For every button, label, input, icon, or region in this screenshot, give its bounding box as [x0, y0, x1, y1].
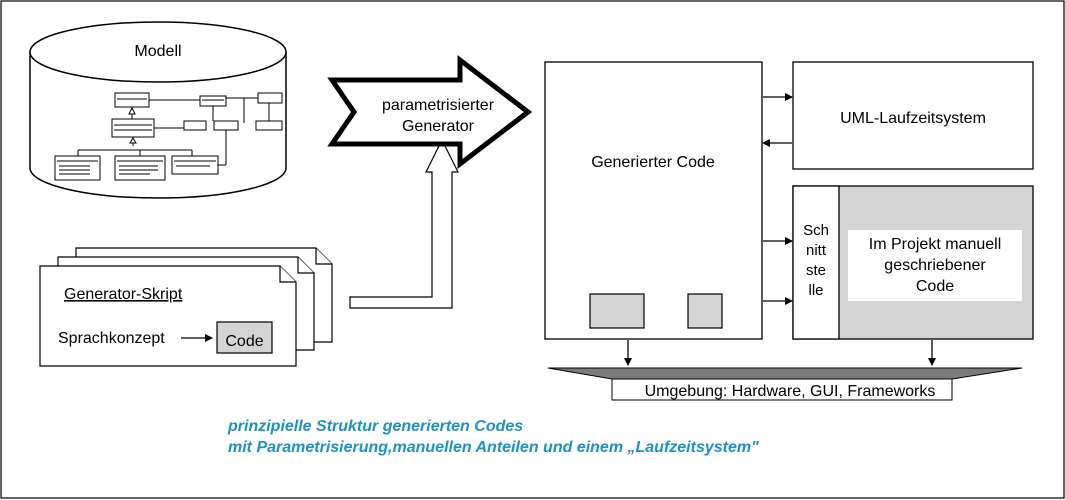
interface-label-1: Sch — [803, 222, 829, 239]
interface-box — [792, 185, 840, 340]
generated-code-box — [544, 61, 763, 340]
generated-subcomponent-2 — [687, 293, 723, 329]
model-uml-thumbnail — [54, 92, 283, 181]
language-concept-label: Sprachkonzept — [58, 330, 165, 347]
connector-arrows — [624, 93, 936, 366]
manual-code-box — [848, 230, 1022, 301]
manual-code-label-1: Im Projekt manuell — [869, 236, 1002, 253]
script-code-label: Code — [225, 333, 263, 350]
generator-label-line2: Generator — [402, 118, 475, 135]
script-to-generator-arrow — [349, 138, 459, 309]
model-cylinder: Modell — [29, 21, 287, 199]
environment-label: Umgebung: Hardware, GUI, Frameworks — [645, 383, 936, 400]
generated-code-label: Generierter Code — [591, 154, 715, 171]
model-label: Modell — [134, 43, 181, 60]
uml-runtime-label: UML-Laufzeitsystem — [840, 110, 986, 127]
interface-label-3: ste — [806, 262, 826, 279]
interface-label-2: nitt — [806, 242, 827, 259]
caption-line-2: mit Parametrisierung,manuellen Anteilen … — [228, 439, 759, 456]
manual-code-label-3: Code — [916, 278, 954, 295]
interface-label-4: lle — [808, 282, 823, 299]
manual-code-label-2: geschriebener — [884, 257, 986, 274]
uml-runtime-box — [792, 61, 1034, 170]
generated-subcomponent-1 — [589, 293, 645, 329]
generator-script-documents — [39, 247, 333, 367]
generator-label-line1: parametrisierter — [382, 97, 495, 114]
caption-line-1: prinzipielle Struktur generierten Codes — [227, 418, 523, 435]
script-code-box — [216, 321, 273, 354]
generator-script-title: Generator-Skript — [64, 286, 183, 303]
generator-arrow — [327, 54, 533, 170]
environment-label-box — [611, 378, 953, 401]
